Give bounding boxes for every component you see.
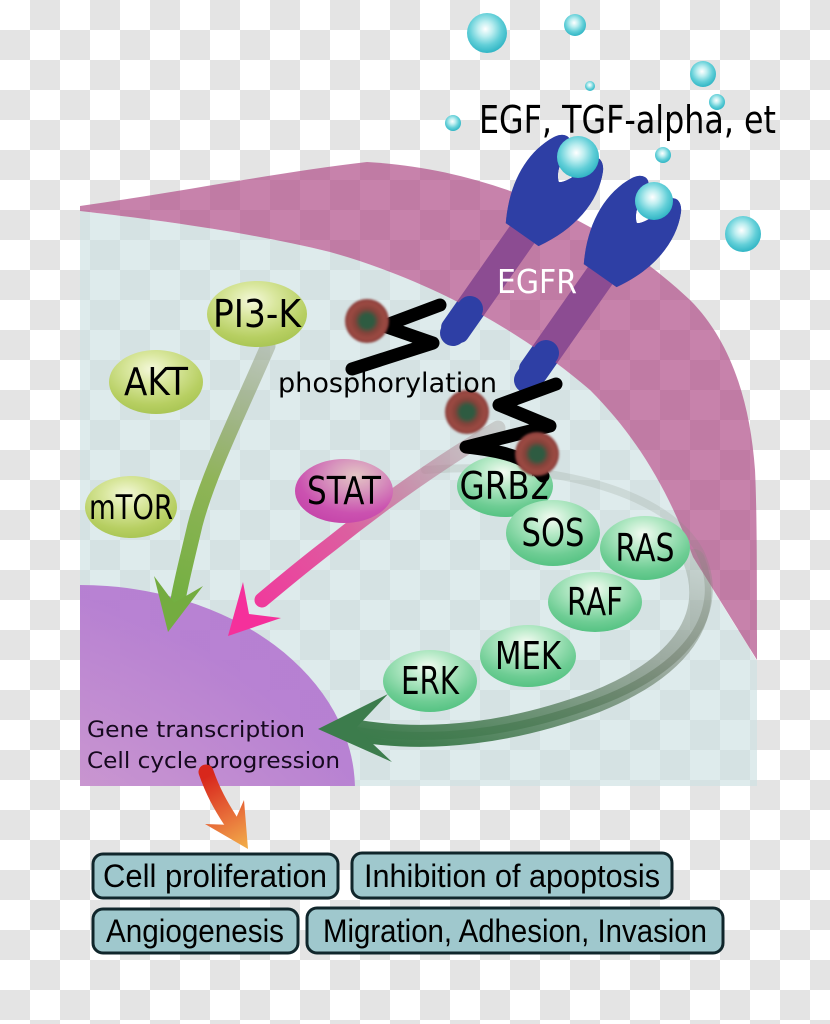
node-label-akt: AKT <box>124 360 189 404</box>
node-ras: RAS <box>600 516 690 580</box>
node-pi3k: PI3-K <box>207 281 307 347</box>
pi3k-akt-mtor-arrow <box>154 338 276 632</box>
arrowhead-dark-green <box>318 694 392 762</box>
ligand-sphere <box>655 147 671 163</box>
nucleus-text-line2: Cell cycle progression <box>87 749 340 774</box>
ligand-sphere <box>445 115 461 131</box>
node-raf: RAF <box>548 572 642 632</box>
cell-membrane <box>80 162 757 660</box>
stat-arrow <box>228 420 506 636</box>
ligands-title: EGF, TGF-alpha, et <box>479 98 776 142</box>
node-label-pi3k: PI3-K <box>213 292 302 336</box>
outcome-box-inhibition-of-apoptosis: Inhibition of apoptosis <box>350 851 674 900</box>
node-label-ras: RAS <box>616 526 675 570</box>
egfr-stem-tip-right <box>514 340 559 393</box>
ligand-sphere <box>690 61 716 87</box>
outcome-box-cell-proliferation: Cell proliferation <box>91 852 340 900</box>
outcome-box-migration-adhesion-invasion: Migration, Adhesion, Invasion <box>305 906 725 955</box>
node-sos: SOS <box>506 500 600 566</box>
node-mek: MEK <box>480 625 576 687</box>
node-label-mtor: mTOR <box>89 488 173 528</box>
gene-transcription-outcome-arrow <box>198 764 248 849</box>
node-label-stat: STAT <box>307 469 382 513</box>
arrowhead-pink <box>228 582 281 636</box>
node-erk: ERK <box>383 650 477 712</box>
node-label-mek: MEK <box>495 634 562 678</box>
node-mtor: mTOR <box>85 476 177 538</box>
node-label-sos: SOS <box>522 511 585 555</box>
outcome-box-angiogenesis: Angiogenesis <box>91 907 300 955</box>
arrowhead-orange <box>205 800 248 849</box>
arrowhead-green <box>154 576 203 632</box>
node-label-raf: RAF <box>567 580 623 624</box>
outcome-label-migration-adhesion-invasion: Migration, Adhesion, Invasion <box>323 913 707 949</box>
node-label-erk: ERK <box>401 659 460 703</box>
ligand-sphere <box>709 94 725 110</box>
nucleus-text-line1: Gene transcription <box>87 718 305 743</box>
ligand-sphere <box>564 14 586 36</box>
ligand-sphere <box>467 13 507 53</box>
ligand-sphere-bound-left <box>557 136 599 178</box>
ligand-sphere-bound-right <box>635 182 673 220</box>
process-label: phosphorylation <box>278 368 497 399</box>
phosphate-group <box>515 432 559 476</box>
phosphorylation-zigzag <box>345 298 447 376</box>
ligand-sphere <box>725 216 761 252</box>
outcome-label-inhibition-of-apoptosis: Inhibition of apoptosis <box>364 858 660 894</box>
ras-raf-mek-erk-arrow <box>318 464 713 762</box>
phosphate-group <box>345 299 389 343</box>
outcome-label-cell-proliferation: Cell proliferation <box>103 858 327 894</box>
node-akt: AKT <box>109 350 203 414</box>
ligand-spheres <box>445 13 761 252</box>
ligand-sphere <box>585 81 595 91</box>
nucleus <box>80 585 355 786</box>
phosphate-group <box>445 390 489 434</box>
outcome-boxes: Cell proliferation Inhibition of apoptos… <box>91 851 725 955</box>
phosphate-groups <box>345 299 559 476</box>
node-stat: STAT <box>295 459 393 523</box>
receptor-label: EGFR <box>497 262 577 301</box>
outcome-label-angiogenesis: Angiogenesis <box>106 913 284 949</box>
egfr-stem-tip-left <box>440 296 483 346</box>
